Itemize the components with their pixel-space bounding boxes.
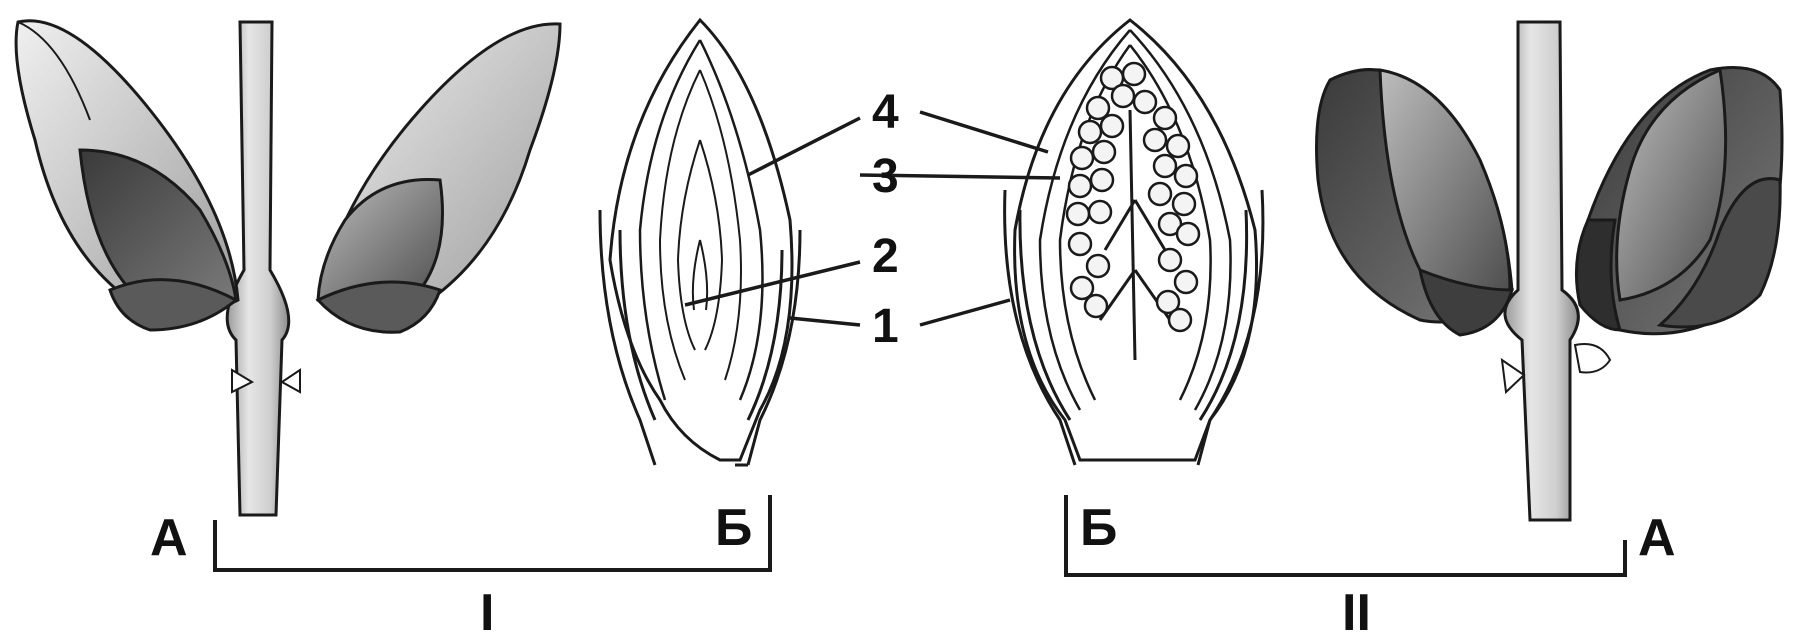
callout-label-4: 4 [872,86,899,139]
stem [1505,22,1578,520]
label-view-a-left: А [150,509,188,567]
group-label-1: I [480,584,494,636]
group-label-2: II [1342,584,1371,636]
label-view-b-left: Б [715,499,752,557]
flower-bud-exterior-view [1317,22,1783,520]
callout-label-2: 2 [872,230,899,283]
leaf-bud-section [600,20,800,465]
bracket-group-1 [215,495,770,570]
stem [227,22,289,515]
callout-label-1: 1 [872,300,899,353]
label-view-a-right: А [1638,509,1676,567]
leaf-scar [1575,344,1610,373]
flower-bud-section [1005,20,1263,465]
leaf-bud-exterior-view [16,21,560,515]
leaf-scar [1502,360,1524,392]
label-view-b-right: Б [1080,499,1117,557]
group-brackets [215,495,1625,575]
leaf-scar [282,370,300,392]
callout-label-3: 3 [872,150,899,203]
